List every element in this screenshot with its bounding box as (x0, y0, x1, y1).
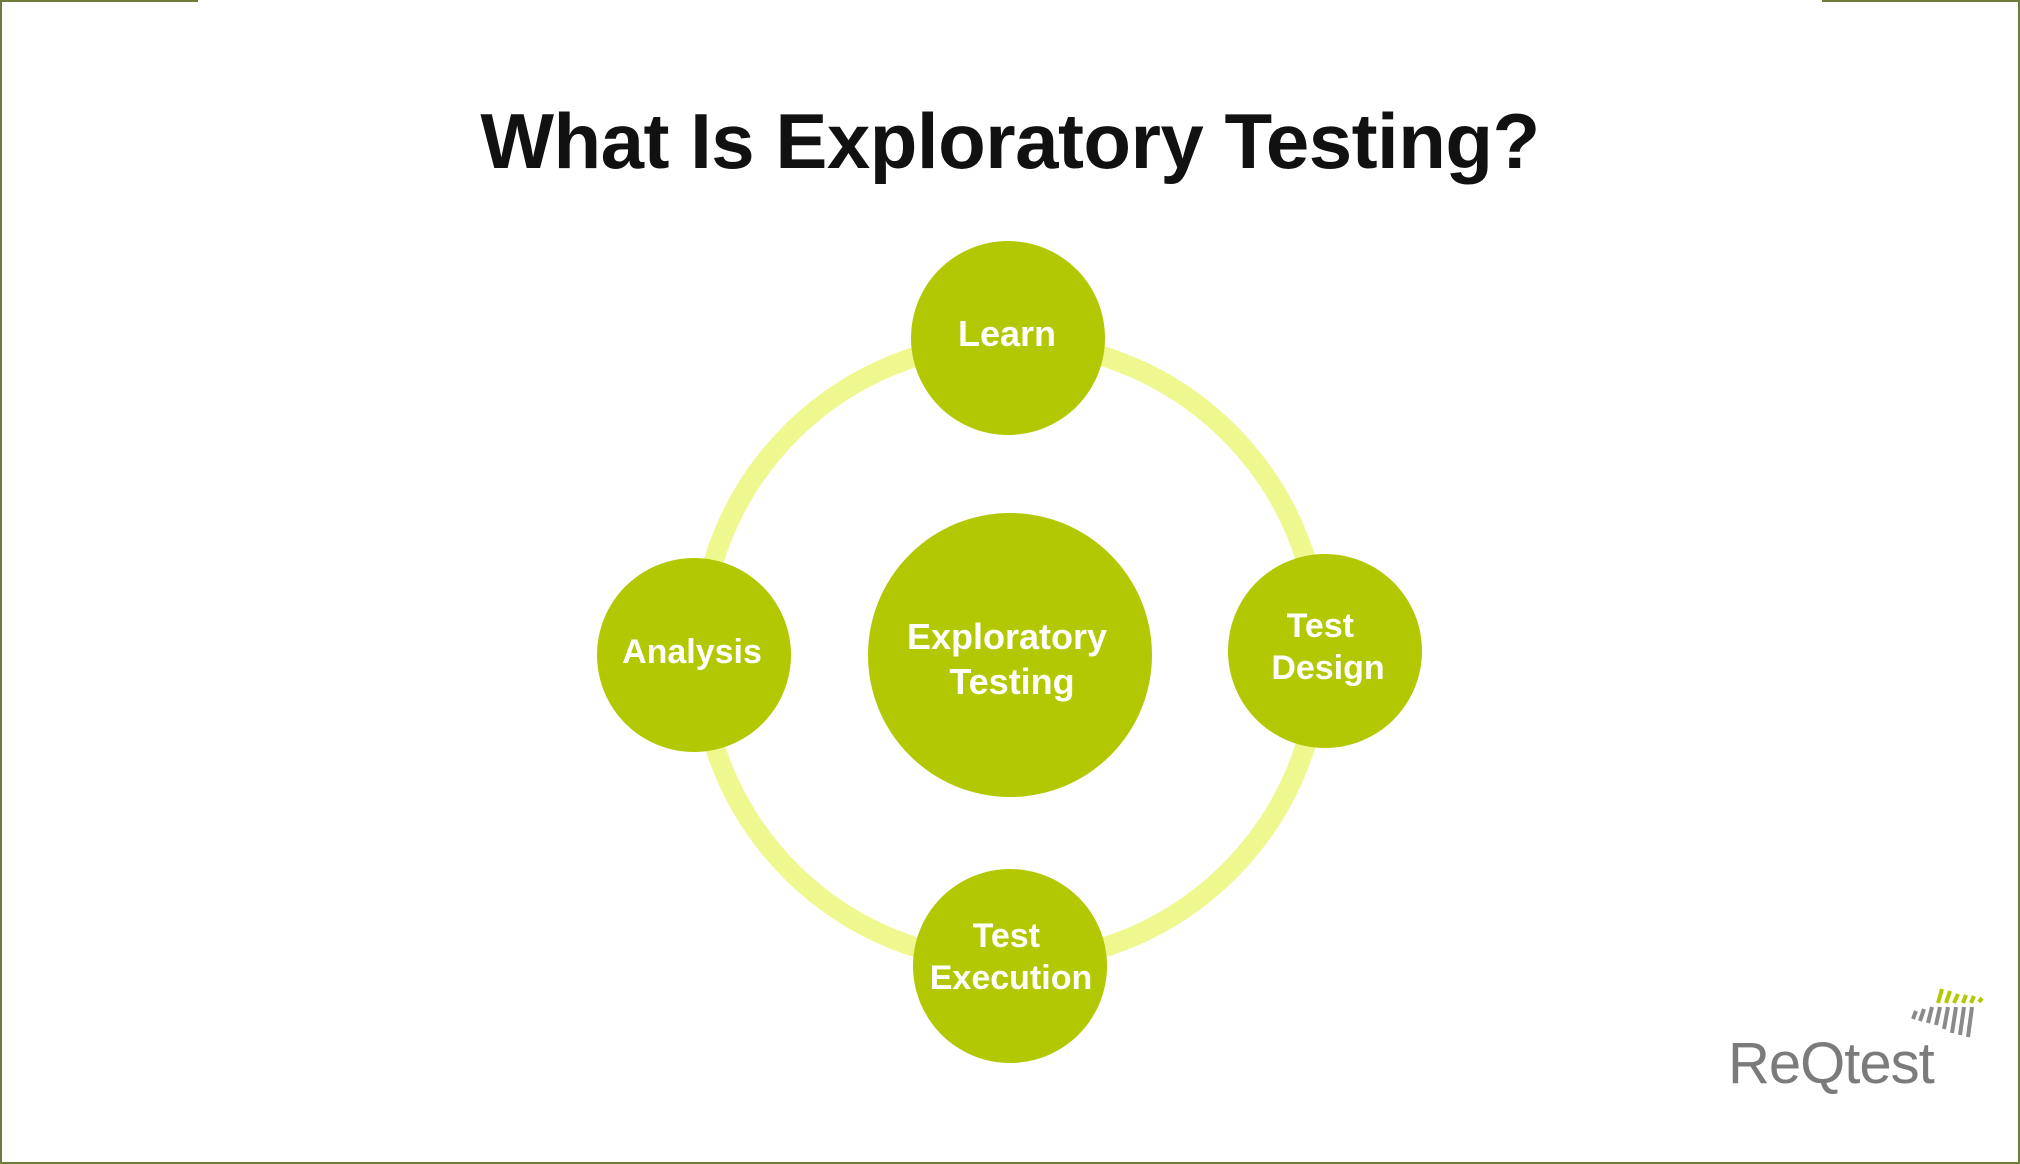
node-test-design-circle (1228, 554, 1422, 748)
page-title: What Is Exploratory Testing? (480, 97, 1540, 185)
svg-text:Analysis: Analysis (622, 633, 762, 671)
node-learn-label: Learn (958, 313, 1056, 354)
reqtest-logo-mark-icon (1911, 988, 1984, 1038)
center-node: Exploratory Testing (868, 513, 1152, 797)
node-analysis-circle (597, 558, 791, 752)
frame-top-right-edge (1822, 0, 2020, 2)
node-analysis-label: Analysis (622, 633, 762, 671)
node-test-execution: Test Execution (913, 869, 1107, 1063)
reqtest-logo-text: ReQtest (1728, 1031, 1935, 1096)
svg-text:Learn: Learn (958, 313, 1056, 354)
node-test-execution-label-line-2: Execution (930, 959, 1092, 997)
node-test-design: Test Design (1228, 554, 1422, 748)
svg-text:Test Design: Test Design (1271, 607, 1384, 687)
node-test-design-label-line-2: Design (1271, 649, 1384, 687)
node-test-execution-circle (913, 869, 1107, 1063)
reqtest-logo: ReQtest (1720, 985, 2000, 1095)
svg-text:Test Execution: Test Execution (930, 917, 1092, 997)
svg-text:Exploratory Testing: Exploratory Testing (907, 616, 1117, 702)
node-test-execution-label-line-1: Test (973, 917, 1040, 955)
node-learn-circle (911, 241, 1105, 435)
center-node-label-line-1: Exploratory (907, 616, 1107, 657)
center-node-circle (868, 513, 1152, 797)
center-node-label-line-2: Testing (949, 661, 1074, 702)
node-learn: Learn (911, 241, 1105, 435)
node-test-design-label-line-1: Test (1287, 607, 1354, 645)
frame-top-left-edge (0, 0, 198, 2)
node-analysis: Analysis (597, 558, 791, 752)
